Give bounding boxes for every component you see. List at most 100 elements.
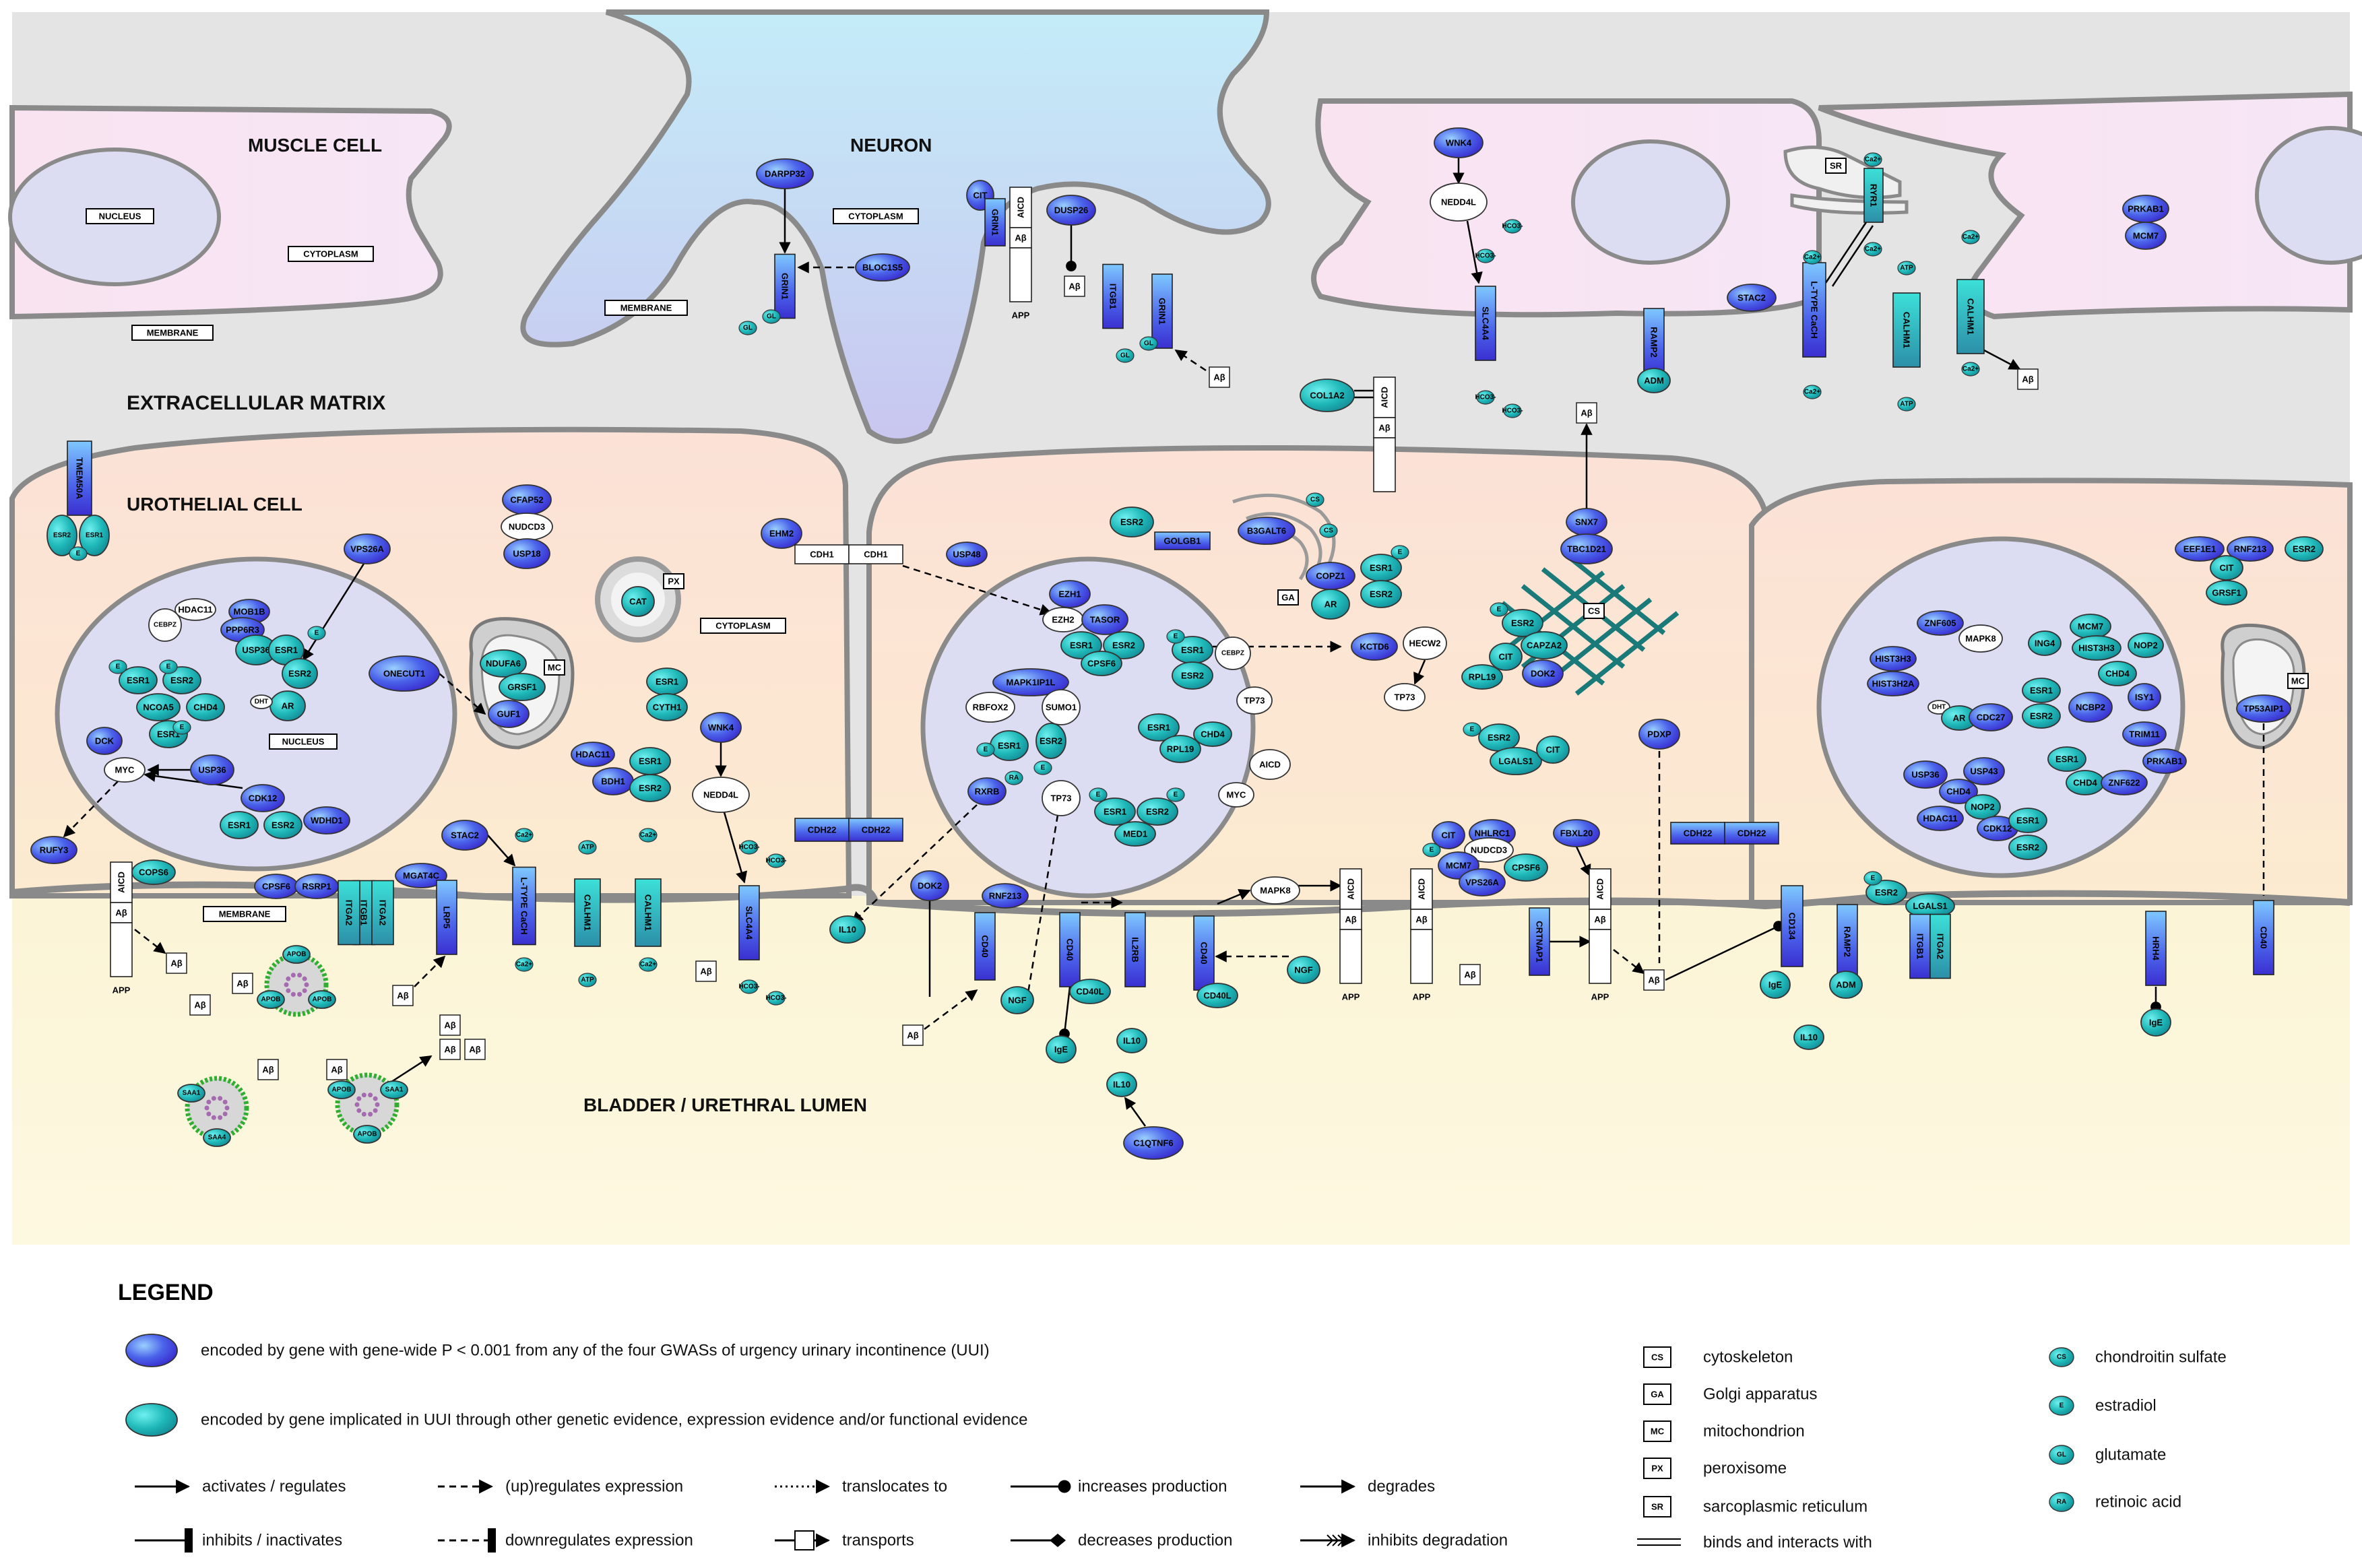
node-label: ING4 (2035, 639, 2055, 649)
node-shape (1249, 749, 1291, 780)
node-shape (119, 666, 158, 694)
app-segment (110, 922, 133, 977)
node-label: COPZ1 (1316, 571, 1345, 581)
node-label: GUF1 (497, 709, 521, 719)
abeta-label: Aβ (1015, 233, 1026, 243)
box-frame (544, 659, 565, 676)
legend-molecule-swatch (2049, 1445, 2074, 1465)
node-label: L-TYPE CaCH (1810, 281, 1820, 338)
node-label: IgE (2149, 1018, 2163, 1028)
node-label: ATP (1900, 265, 1913, 272)
gene-cit: CIT (1432, 821, 1465, 849)
node-shape (282, 945, 311, 964)
membrane-protein-calhm1: CALHM1 (574, 878, 601, 947)
node-shape (159, 659, 178, 674)
ligand-e: E (1391, 545, 1409, 560)
node-label: RSRP1 (302, 882, 331, 892)
node-shape (303, 806, 350, 835)
gene-dck: DCK (86, 727, 123, 755)
box-frame (189, 994, 211, 1016)
ligand-ca2: Ca2+ (1961, 362, 1980, 377)
gene-isy1: ISY1 (2128, 683, 2161, 711)
lipid-dot (284, 982, 289, 987)
node-label: PRKAB1 (2146, 756, 2182, 766)
node-label: VPS26A (350, 544, 384, 554)
node-label: HCO3- (1475, 253, 1496, 260)
node-shape (1961, 230, 1980, 244)
node-shape (1727, 284, 1777, 312)
pathway-edge (1026, 814, 1059, 998)
gene-mapk8: MAPK8 (1958, 624, 2003, 653)
node-shape (1384, 683, 1426, 711)
compartment-labels: NUCLEUSCYTOPLASMMEMBRANECYTOPLASMMEMBRAN… (86, 158, 2309, 922)
membrane-protein-crtnap1: CRTNAP1 (1529, 907, 1550, 976)
gene-cdc27: CDC27 (1969, 703, 2013, 731)
node-shape (1490, 747, 1542, 775)
muscle-nucleus-right-2 (2255, 126, 2362, 265)
gene-apob: APOB (327, 1080, 356, 1099)
gene-wnk4: WNK4 (700, 712, 742, 743)
node-label: RNF213 (2234, 544, 2266, 554)
box-text: Aβ (194, 1000, 205, 1010)
legend-edge-text-3: increases production (1078, 1478, 1227, 1496)
node-label: GOLGB1 (1164, 536, 1201, 546)
legend-molecule-text-3: retinoic acid (2095, 1493, 2181, 1511)
node-label: RYR1 (1869, 184, 1879, 207)
gene-esr1: ESR1 (119, 666, 158, 694)
amyloid-beta: Aβ (464, 1039, 486, 1060)
gene-usp36: USP36 (1903, 760, 1948, 789)
gene-esr1: ESR1 (220, 811, 259, 839)
gene-apob: APOB (353, 1125, 381, 1144)
ligand-ca2: Ca2+ (515, 828, 534, 843)
node-label: GRIN1 (780, 273, 790, 300)
membrane-protein-cdh1: CDH1 (848, 544, 903, 564)
legend-abbrev-text-1: Golgi apparatus (1703, 1385, 1817, 1404)
node-shape (1060, 631, 1102, 659)
node-label: CDH22 (862, 825, 891, 835)
gene-kctd6: KCTD6 (1351, 632, 1398, 661)
node-label: CDH22 (1737, 828, 1766, 839)
amyloid-beta: Aβ (902, 1024, 924, 1046)
node-shape (1863, 242, 1882, 257)
node-shape (774, 253, 796, 319)
gene-mcm7: MCM7 (2125, 222, 2167, 250)
node-label: NCOA5 (143, 703, 174, 713)
node-shape (1193, 915, 1215, 991)
gene-chd4: CHD4 (1193, 721, 1232, 747)
gene-tbc1d21: TBC1D21 (1560, 533, 1613, 564)
node-label: ESR2 (53, 532, 71, 540)
node-shape (984, 198, 1006, 247)
box-frame (269, 733, 338, 750)
pathway-edge (1217, 888, 1251, 905)
membrane-protein-il2rb: IL2RB (1124, 912, 1146, 987)
gene-saa1: SAA1 (380, 1080, 408, 1099)
node-label: RAMP2 (1843, 926, 1853, 957)
node-shape (338, 880, 360, 946)
membrane-protein-cdh22: CDH22 (1670, 822, 1725, 845)
node-shape (1760, 971, 1791, 999)
gene-apob: APOB (308, 990, 336, 1009)
legend-abbrev-key: GA (1651, 1390, 1664, 1400)
node-shape (1504, 853, 1548, 882)
node-label: CIT (1499, 652, 1513, 662)
node-shape (136, 693, 181, 721)
gene-wdhd1: WDHD1 (303, 806, 350, 835)
label-mc-2: MC (2287, 673, 2309, 689)
ligand-hco3: HCO3- (1475, 390, 1496, 405)
legend-molecule-swatch (2049, 1396, 2074, 1416)
node-shape (574, 878, 601, 947)
amyloid-beta: Aβ (1643, 969, 1665, 991)
node-shape (740, 979, 759, 994)
node-shape (2122, 721, 2167, 747)
gene-ehm2: EHM2 (761, 518, 802, 549)
legend-transport-box (794, 1530, 815, 1550)
node-shape (1103, 631, 1145, 659)
node-label: RA (1009, 775, 1019, 782)
box-text: GA (1281, 593, 1295, 603)
gene-dusp26: DUSP26 (1046, 195, 1096, 226)
gene-ncbp2: NCBP2 (2068, 692, 2113, 723)
gene-rsrp1: RSRP1 (294, 874, 339, 899)
amyloid-beta: Aβ (2017, 368, 2039, 390)
gene-cat: CAT (621, 586, 655, 617)
